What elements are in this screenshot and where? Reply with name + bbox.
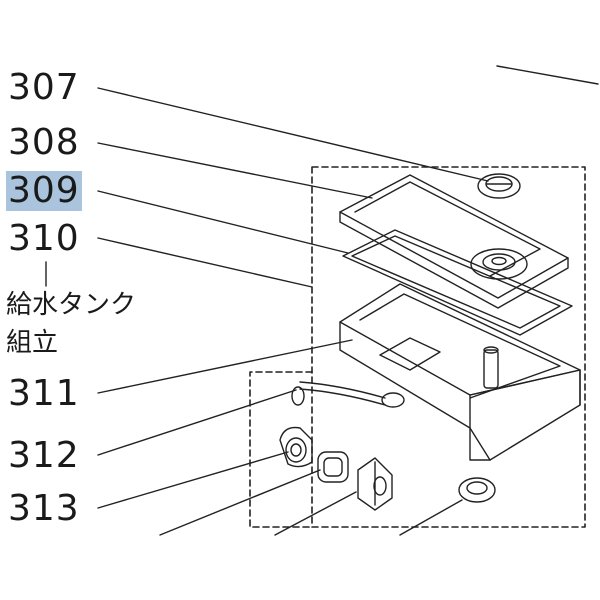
ring-part-314 bbox=[458, 477, 496, 503]
leader-311 bbox=[97, 339, 353, 394]
assembly-boundary bbox=[311, 166, 586, 528]
tube-part-311 bbox=[291, 381, 405, 408]
valve-part-312 bbox=[279, 426, 313, 468]
leader-313b bbox=[274, 491, 357, 536]
part-label-311: 311 bbox=[8, 373, 80, 414]
lid-part-308 bbox=[339, 174, 569, 309]
assembly-label-line1: 給水タンク bbox=[6, 290, 137, 320]
leader-309 bbox=[97, 190, 349, 254]
leader-307 bbox=[97, 87, 489, 182]
seal-part-313 bbox=[317, 451, 349, 483]
leader-312a bbox=[97, 389, 297, 456]
leader-310 bbox=[97, 237, 313, 288]
subassembly-boundary bbox=[249, 371, 313, 528]
valve-cap-part-313 bbox=[357, 457, 393, 511]
part-label-313: 313 bbox=[8, 488, 80, 529]
leader-312b bbox=[97, 451, 289, 509]
gasket-part-309 bbox=[342, 229, 573, 336]
leader-308 bbox=[97, 142, 373, 199]
assembly-label-line2: 組立 bbox=[6, 328, 59, 358]
leader-314 bbox=[399, 499, 463, 536]
part-label-307: 307 bbox=[8, 67, 80, 108]
leader-313 bbox=[159, 469, 321, 536]
part-label-310: 310 bbox=[8, 218, 80, 259]
part-label-309: 309 bbox=[6, 170, 82, 211]
tank-body-part-310 bbox=[339, 283, 581, 461]
cap-part-307 bbox=[477, 173, 521, 199]
edge-line bbox=[496, 65, 599, 85]
part-label-308: 308 bbox=[8, 122, 80, 163]
part-label-312: 312 bbox=[8, 435, 80, 476]
